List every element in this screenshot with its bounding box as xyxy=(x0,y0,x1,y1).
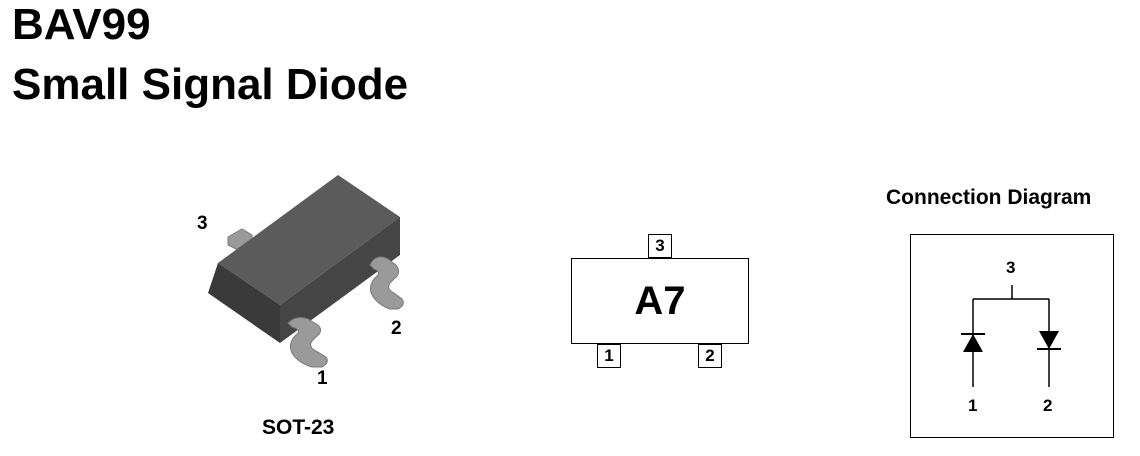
marking-pin-2: 2 xyxy=(698,344,722,368)
package-front-face xyxy=(208,263,280,343)
connection-diagram-box: 3 1 2 xyxy=(910,234,1114,438)
package-top-face xyxy=(218,175,400,305)
package-name-label: SOT-23 xyxy=(262,416,335,439)
right-diode-symbol xyxy=(1039,331,1059,349)
pin-2-lead xyxy=(369,256,404,310)
left-diode-symbol xyxy=(963,334,983,352)
sot23-package-illustration xyxy=(208,175,404,368)
package-pin-3-label: 3 xyxy=(197,213,208,234)
package-side-face xyxy=(280,217,400,343)
connection-pin-2-label: 2 xyxy=(1043,396,1053,415)
connection-diagram-title: Connection Diagram xyxy=(886,186,1092,209)
package-pin-2-label: 2 xyxy=(391,318,402,339)
marking-body: A7 xyxy=(571,258,749,344)
pin-1-lead xyxy=(287,317,328,368)
marking-code: A7 xyxy=(634,279,686,323)
part-number-title: BAV99 xyxy=(12,0,151,49)
part-description-title: Small Signal Diode xyxy=(12,60,409,109)
marking-pin-3: 3 xyxy=(648,234,672,258)
package-pin-1-label: 1 xyxy=(317,368,328,389)
marking-pin-1: 1 xyxy=(597,344,621,368)
connection-schematic xyxy=(961,285,1061,387)
connection-pin-1-label: 1 xyxy=(968,396,978,415)
connection-pin-3-label: 3 xyxy=(1006,258,1016,277)
